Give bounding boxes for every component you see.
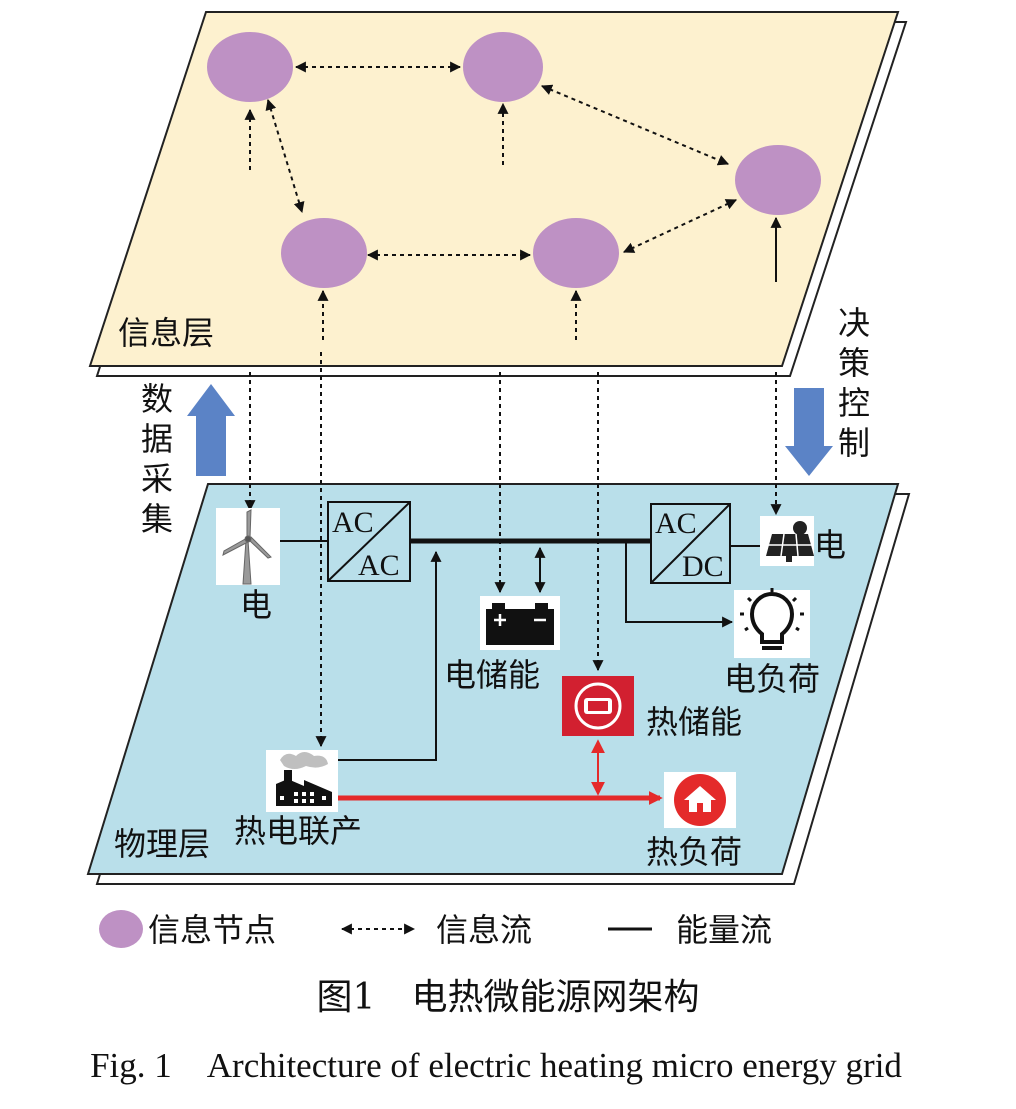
- heat-energy-flow: [336, 739, 663, 805]
- data-collection: 数 据 采 集: [141, 380, 235, 538]
- info-layer-label: 信息层: [118, 314, 214, 352]
- heat-load-label: 热负荷: [646, 833, 742, 871]
- info-node-1: [207, 32, 293, 102]
- thermal-storage: 热储能: [562, 676, 742, 741]
- ac-dc-bottom-label: DC: [682, 550, 724, 583]
- info-nodes: [207, 32, 821, 288]
- electric-energy-flow: [280, 538, 760, 761]
- data-collection-char-1: 数: [141, 380, 173, 418]
- wind-turbine: 电: [216, 508, 280, 624]
- ac-ac-converter: AC AC: [327, 501, 411, 582]
- caption-en: Fig. 1 Architecture of electric heating …: [90, 1046, 902, 1085]
- data-collection-char-3: 采: [141, 460, 173, 498]
- legend-node-swatch: [99, 910, 143, 948]
- decision-control-char-2: 策: [838, 344, 870, 382]
- ac-ac-top-label: AC: [332, 506, 374, 539]
- decision-control-char-1: 决: [838, 304, 870, 342]
- caption-zh: 图1 电热微能源网架构: [317, 977, 700, 1018]
- solar-panel-label: 电: [814, 526, 846, 564]
- electric-load-label: 电负荷: [724, 660, 820, 698]
- chp-label: 热电联产: [234, 812, 362, 850]
- ac-dc-diagonal: [650, 503, 731, 584]
- inter-layer-info-lines: [244, 352, 782, 748]
- data-collection-char-2: 据: [141, 420, 173, 458]
- battery: 电储能: [444, 596, 560, 694]
- ac-ac-bottom-label: AC: [358, 549, 400, 582]
- legend-info-flow-label: 信息流: [436, 911, 532, 949]
- solar-panel-icon: [766, 521, 814, 562]
- legend-energy-flow-label: 能量流: [676, 911, 772, 949]
- info-node-4: [281, 218, 367, 288]
- heat-load: 热负荷: [646, 772, 742, 871]
- info-node-2: [463, 32, 543, 102]
- thermal-storage-cell-inner: [588, 701, 608, 711]
- ac-dc-converter: AC DC: [650, 503, 731, 584]
- thermal-storage-label: 热储能: [646, 703, 742, 741]
- decision-control: 决 策 控 制: [785, 304, 870, 476]
- decision-control-arrow: [785, 388, 833, 476]
- info-node-3: [735, 145, 821, 215]
- ac-ac-box: [327, 501, 411, 582]
- decision-control-char-4: 制: [838, 424, 870, 462]
- wind-turbine-label: 电: [240, 586, 272, 624]
- info-flow-arrows: [244, 61, 737, 340]
- wind-turbine-icon: [222, 509, 272, 585]
- house-icon-door: [697, 803, 703, 812]
- ac-ac-diagonal: [327, 501, 411, 582]
- chp-to-bus-line: [336, 550, 442, 761]
- info-arrow-n1-n4: [265, 98, 305, 214]
- electric-load: 电负荷: [724, 588, 820, 698]
- ac-dc-top-label: AC: [655, 507, 697, 540]
- house-icon-shape: [684, 786, 716, 812]
- legend: 信息节点 信息流 能量流: [99, 910, 772, 949]
- battery-icon: [486, 603, 554, 645]
- data-collection-arrow: [187, 384, 235, 476]
- phys-layer-label: 物理层: [114, 825, 210, 863]
- solar-panel: 电: [760, 516, 846, 566]
- data-collection-char-4: 集: [141, 500, 173, 538]
- light-bulb-icon: [740, 588, 804, 650]
- decision-control-char-3: 控: [838, 384, 870, 422]
- chp-plant: 热电联产: [234, 750, 362, 850]
- factory-icon: [276, 752, 332, 806]
- ac-dc-box: [650, 503, 731, 584]
- bus-to-electric-load-line: [625, 541, 734, 628]
- legend-node-label: 信息节点: [148, 911, 276, 949]
- info-node-5: [533, 218, 619, 288]
- thermal-storage-ring: [574, 682, 622, 730]
- info-arrow-n2-n3: [540, 84, 730, 166]
- battery-label: 电储能: [444, 656, 540, 694]
